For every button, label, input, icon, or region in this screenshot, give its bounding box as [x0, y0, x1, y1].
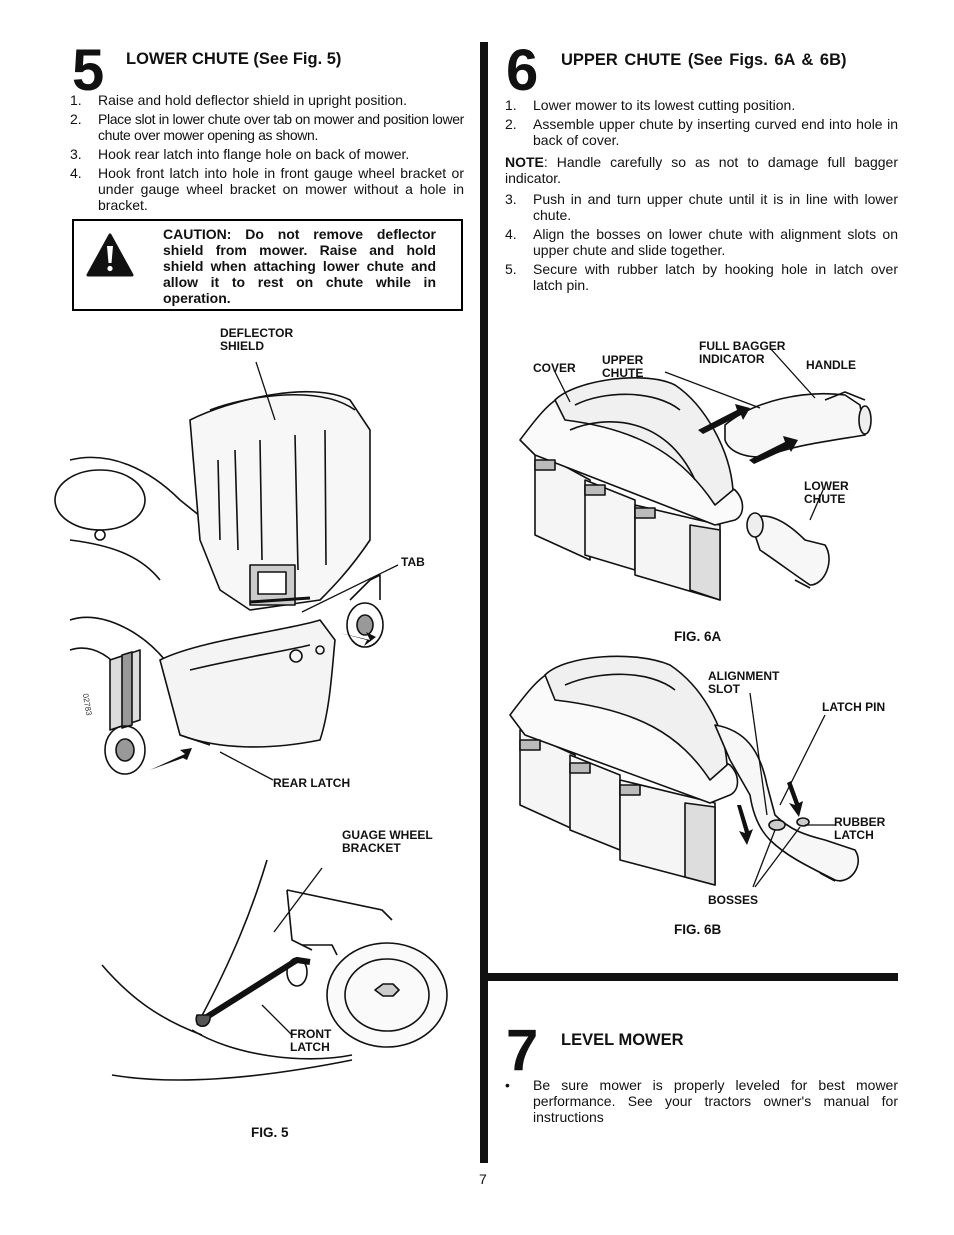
fig-6b-caption: FIG. 6B [674, 922, 722, 937]
warning-icon [86, 233, 134, 277]
label-rear-latch: REAR LATCH [273, 776, 351, 790]
bagger-assembly-illustration-6b [509, 655, 859, 888]
fig-5-caption: FIG. 5 [251, 1125, 289, 1140]
label-upper-chute: UPPER CHUTE [602, 353, 644, 380]
label-handle: HANDLE [806, 358, 856, 372]
list-item: 1.Lower mower to its lowest cutting posi… [505, 97, 796, 113]
label-tab: TAB [401, 555, 425, 569]
fig-6a-caption: FIG. 6A [674, 629, 722, 644]
list-item: 3.Push in and turn upper chute until it … [505, 191, 898, 223]
label-bosses: BOSSES [708, 893, 759, 907]
label-deflector-shield: DEFLECTOR SHIELD [220, 326, 294, 353]
label-alignment-slot: ALIGNMENT SLOT [708, 669, 780, 696]
caution-text: CAUTION: Do not remove deflector shield … [163, 226, 436, 306]
note-paragraph: NOTE: Handle carefully so as not to dama… [505, 154, 898, 186]
list-item: 2.Assemble upper chute by inserting curv… [505, 116, 898, 148]
section-6-steps-b: 3.Push in and turn upper chute until it … [505, 191, 898, 296]
caution-box: CAUTION: Do not remove deflector shield … [72, 219, 463, 311]
page-number: 7 [479, 1171, 487, 1187]
section-6-steps-a: 1.Lower mower to its lowest cutting posi… [505, 97, 898, 151]
list-item: 1.Raise and hold deflector shield in upr… [70, 92, 407, 108]
step-number-7: 7 [506, 1018, 539, 1083]
step-number-6: 6 [506, 38, 539, 103]
bagger-assembly-illustration-6a [519, 347, 872, 601]
list-item: 3.Hook rear latch into flange hole on ba… [70, 146, 410, 162]
column-divider [480, 42, 488, 1163]
bullet: • [505, 1077, 510, 1093]
label-full-bagger-indicator: FULL BAGGER INDICATOR [699, 339, 786, 366]
section-divider [487, 973, 898, 981]
section-7-text: Be sure mower is properly leveled for be… [533, 1077, 898, 1125]
section-7-title: LEVEL MOWER [561, 1031, 684, 1049]
lower-chute-illustration [54, 361, 399, 781]
section-6-title: UPPER CHUTE (See Figs. 6A & 6B) [561, 51, 847, 69]
section-5-title: LOWER CHUTE (See Fig. 5) [126, 50, 342, 68]
label-front-latch: FRONT LATCH [290, 1027, 332, 1054]
label-rubber-latch: RUBBER LATCH [834, 815, 886, 842]
label-lower-chute: LOWER CHUTE [804, 479, 849, 506]
list-item: 4.Align the bosses on lower chute with a… [505, 226, 898, 258]
front-latch-illustration [101, 859, 448, 1081]
list-item: 4.Hook front latch into hole in front ga… [70, 165, 464, 213]
list-item: 5.Secure with rubber latch by hooking ho… [505, 261, 898, 293]
step-number-5: 5 [72, 38, 105, 103]
label-cover: COVER [533, 361, 576, 375]
label-gauge-wheel-bracket: GUAGE WHEEL BRACKET [342, 828, 433, 855]
section-5-steps: 1.Raise and hold deflector shield in upr… [70, 92, 464, 216]
label-latch-pin: LATCH PIN [822, 700, 886, 714]
list-item: 2.Place slot in lower chute over tab on … [70, 111, 464, 143]
